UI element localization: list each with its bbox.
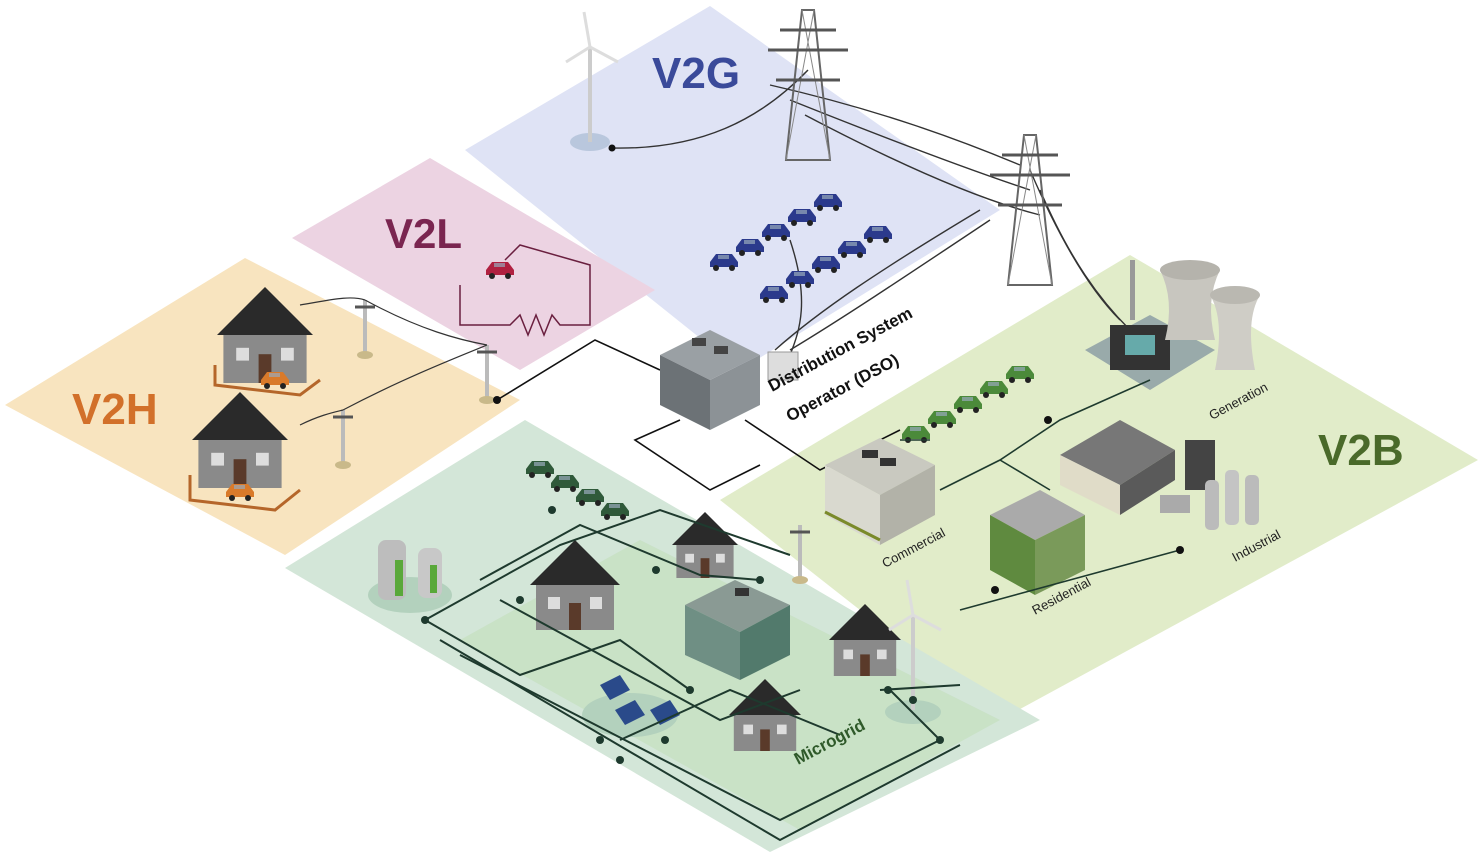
microgrid-wires: [424, 508, 961, 842]
battery-storage: [368, 540, 452, 613]
dso-building: [660, 330, 799, 430]
solar-panels: [582, 675, 680, 737]
generation-plant: [1085, 260, 1260, 390]
v2l-label: V2L: [385, 210, 462, 257]
v2g-label: V2G: [652, 49, 740, 98]
v2h-plane: [5, 258, 520, 555]
v2b-wires: [900, 379, 1181, 611]
commercial-building: [824, 438, 935, 545]
v2g-plane: [465, 6, 1000, 370]
residential-building: [990, 490, 1085, 595]
v2b-label: V2B: [1318, 426, 1404, 475]
microgrid-nodes: [421, 506, 944, 764]
v2l-circuit: [459, 244, 591, 338]
v2h-houses: [188, 287, 321, 512]
v2l-plane: [292, 158, 655, 370]
v2h-label: V2H: [72, 385, 158, 434]
microgrid-office: [685, 580, 790, 680]
industrial-building: [1060, 420, 1259, 530]
